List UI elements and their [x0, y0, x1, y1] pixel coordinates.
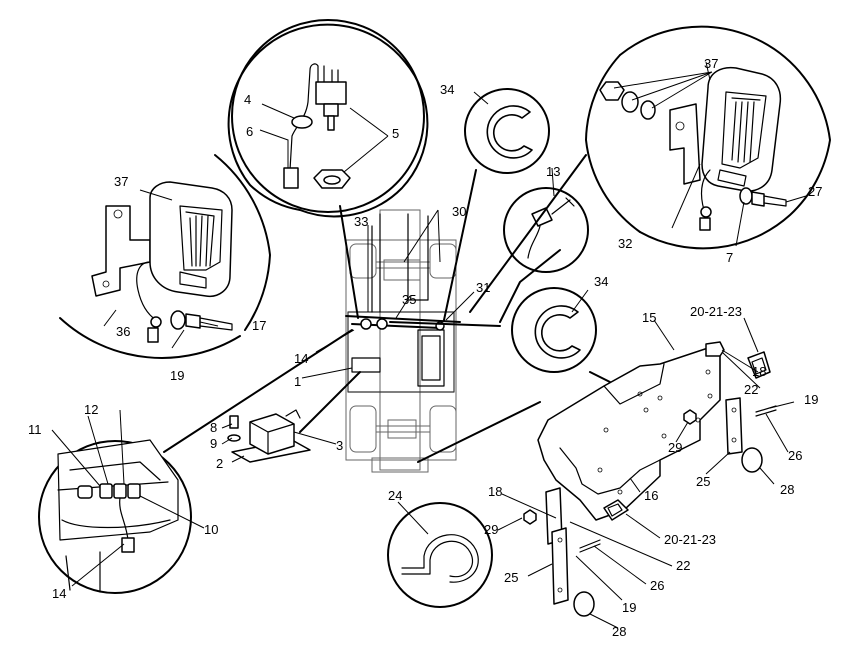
callout-18-right: 18	[752, 364, 766, 379]
callout-7: 7	[726, 250, 733, 265]
callout-35: 35	[402, 292, 416, 307]
callout-24: 24	[388, 488, 402, 503]
callout-15: 15	[642, 310, 656, 325]
callout-34-top: 34	[440, 82, 454, 97]
callout-36: 36	[116, 324, 130, 339]
detail-circle-clip-top	[464, 88, 550, 174]
callout-10: 10	[204, 522, 218, 537]
callout-17: 17	[252, 318, 266, 333]
callout-19-right: 19	[804, 392, 818, 407]
callout-20-21-23-lower: 20-21-23	[664, 532, 716, 547]
callout-22-right: 22	[744, 382, 758, 397]
detail-circle-switch	[227, 19, 429, 218]
callout-34-mid: 34	[594, 274, 608, 289]
side-arms-lenses	[523, 397, 777, 617]
callout-5: 5	[392, 126, 399, 141]
callout-20-21-23-top: 20-21-23	[690, 304, 742, 319]
callout-18-lower: 18	[488, 484, 502, 499]
callout-3: 3	[336, 438, 343, 453]
callout-29-lower: 29	[484, 522, 498, 537]
callout-27: 27	[808, 184, 822, 199]
callout-19-left: 19	[170, 368, 184, 383]
machine-overview	[345, 209, 461, 473]
callout-32: 32	[618, 236, 632, 251]
callout-30: 30	[452, 204, 466, 219]
detail-arc-left-light	[59, 154, 271, 359]
callout-2: 2	[216, 456, 223, 471]
callout-labels: 4 6 5 37 36 17 19 34 13 37 32 7 27 34 30…	[28, 56, 822, 639]
callout-37-right: 37	[704, 56, 718, 71]
callout-22-lower: 22	[676, 558, 690, 573]
detail-circle-clip-mid	[511, 287, 597, 373]
callout-26-lower: 26	[650, 578, 664, 593]
callout-37-left: 37	[114, 174, 128, 189]
callout-11: 11	[28, 422, 42, 437]
detail-circle-switch-panel	[38, 439, 192, 594]
callout-6: 6	[246, 124, 253, 139]
callout-1: 1	[294, 374, 301, 389]
callout-28-right: 28	[780, 482, 794, 497]
callout-8: 8	[210, 420, 217, 435]
callout-14-center: 14	[294, 351, 308, 366]
callout-13: 13	[546, 164, 560, 179]
callout-28-lower: 28	[612, 624, 626, 639]
detail-circle-connector	[503, 187, 589, 273]
callout-14-panel: 14	[52, 586, 66, 601]
relay-assembly	[227, 409, 311, 463]
callout-31: 31	[476, 280, 490, 295]
callout-12: 12	[84, 402, 98, 417]
callout-16: 16	[644, 488, 658, 503]
callout-9: 9	[210, 436, 217, 451]
callout-25-right: 25	[696, 474, 710, 489]
callout-33: 33	[354, 214, 368, 229]
detail-circle-bracket	[387, 502, 493, 608]
detail-circle-right-light	[585, 25, 831, 250]
connecting-lines	[163, 154, 611, 463]
main-body-panel	[537, 341, 771, 521]
leader-lines	[51, 61, 807, 629]
callout-4: 4	[244, 92, 251, 107]
callout-25-lower: 25	[504, 570, 518, 585]
callout-26-right: 26	[788, 448, 802, 463]
callout-19-lower: 19	[622, 600, 636, 615]
callout-29-right: 29	[668, 440, 682, 455]
